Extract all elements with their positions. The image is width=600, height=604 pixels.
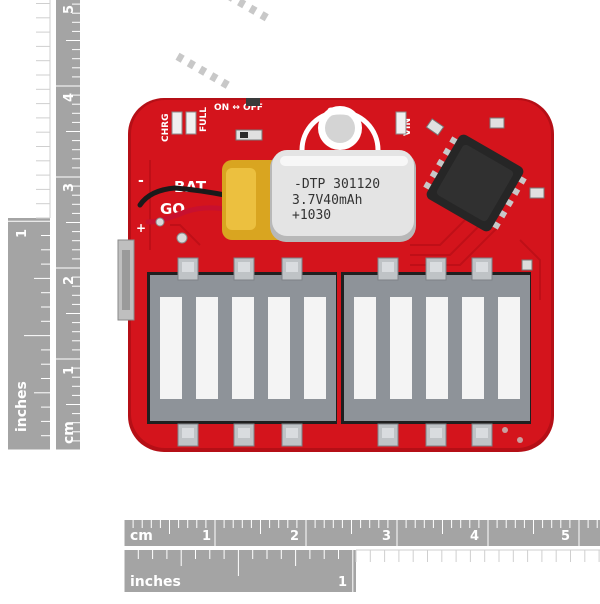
left-inch-number-1: 1 <box>15 229 30 238</box>
led-pad-top-shine <box>430 262 442 272</box>
left-cm-number-1: 1 <box>62 366 77 375</box>
bottom-ruler-inches-label: inches <box>130 574 181 590</box>
chip-pins <box>175 0 527 230</box>
solder-pad-2 <box>155 217 165 227</box>
led-pad-top-shine <box>382 262 394 272</box>
led-pad-top-shine <box>182 262 194 272</box>
cm-ruler-strip <box>56 0 80 450</box>
left-ruler: inches cm 1 2 3 4 5 1 2 <box>8 0 80 451</box>
pcb-board: GND CHRG FULL ON ↔ OFF VIN BAT GO - + <box>117 0 554 452</box>
left-cm-number-3: 3 <box>62 183 77 192</box>
mounting-hole-inner <box>325 113 355 143</box>
usb-connector-inner <box>122 250 130 310</box>
led-pad-bottom-shine <box>382 428 394 438</box>
minus-label: - <box>138 173 144 189</box>
full-label: FULL <box>199 107 209 132</box>
led-segment <box>354 297 376 399</box>
battery-highlight <box>280 156 408 166</box>
led-pad-top-shine <box>238 262 250 272</box>
board-dot-1 <box>502 427 508 433</box>
chrg-label: CHRG <box>161 114 171 142</box>
led-bar-graphs <box>147 257 531 447</box>
smd-capacitor-1 <box>425 118 445 136</box>
solder-pad-1 <box>176 232 188 244</box>
smd-capacitor-3 <box>529 187 545 199</box>
left-cm-number-5: 5 <box>62 5 77 14</box>
led-pad-top-shine <box>476 262 488 272</box>
smd-capacitor-2 <box>489 117 505 129</box>
bottom-cm-number-2: 2 <box>290 529 299 544</box>
left-cm-number-4: 4 <box>62 93 77 102</box>
inch-ruler-strip <box>8 218 50 450</box>
led-pad-bottom-shine <box>182 428 194 438</box>
bottom-inch-number-1: 1 <box>338 575 347 590</box>
vin-label: VIN <box>403 118 413 136</box>
left-inch-number-2: 2 <box>15 1 30 10</box>
battery-body <box>272 150 414 236</box>
led-segment <box>304 297 326 399</box>
left-ruler-ticks <box>8 0 80 451</box>
left-ruler-cm-label: cm <box>61 421 77 444</box>
smd-pad-right <box>521 259 533 271</box>
led-segment <box>160 297 182 399</box>
plus-label: + <box>136 221 146 235</box>
bottom-cm-number-4: 4 <box>470 529 479 544</box>
battery-text-line3: +1030 <box>292 208 331 223</box>
led-solder-pads <box>177 257 493 447</box>
chip-pin-top <box>259 11 269 22</box>
chip-pin-top <box>237 0 247 9</box>
bottom-cm-number-3: 3 <box>382 529 391 544</box>
bottom-cm-number-5: 5 <box>561 529 570 544</box>
led-pad-top-shine <box>286 262 298 272</box>
chip-pin-bottom <box>209 72 219 83</box>
board-dot-2 <box>517 437 523 443</box>
full-led <box>185 111 197 135</box>
power-switch <box>246 98 260 106</box>
switch-label: ON ↔ OFF <box>214 103 263 113</box>
bottom-ruler: cm inches 1 2 3 4 5 1 <box>123 520 600 592</box>
led-pad-bottom-shine <box>238 428 250 438</box>
chip-pin-top <box>225 0 235 2</box>
bottom-cm-number-1: 1 <box>202 529 211 544</box>
led-segment <box>232 297 254 399</box>
microcontroller-chip <box>175 0 527 232</box>
lipo-battery: -DTP 301120 3.7V40mAh +1030 <box>222 150 416 242</box>
led-segment <box>268 297 290 399</box>
cm-ruler-strip-bottom <box>124 520 600 546</box>
led-segment <box>426 297 448 399</box>
chrg-led <box>171 111 183 135</box>
led-segment <box>196 297 218 399</box>
bottom-ruler-ticks <box>123 520 600 592</box>
led-segment <box>462 297 484 399</box>
battery-text-line1: -DTP 301120 <box>294 177 380 192</box>
chip-top <box>436 144 514 222</box>
led-segment <box>498 297 520 399</box>
left-cm-number-2: 2 <box>62 276 77 285</box>
bottom-ruler-cm-label: cm <box>130 528 153 544</box>
chip-pin-bottom <box>175 52 185 63</box>
inch-ruler-strip-bottom <box>124 550 356 592</box>
chip-pin-top <box>248 4 258 15</box>
smd-resistor-1 <box>235 129 263 141</box>
left-ruler-inches-label: inches <box>14 381 30 432</box>
battery-tape-highlight <box>226 168 256 230</box>
battery-wire-black <box>137 185 233 208</box>
led-pad-bottom-shine <box>430 428 442 438</box>
gnd-label: GND <box>327 107 349 117</box>
led-pad-bottom-shine <box>286 428 298 438</box>
chip-pin-bottom <box>186 59 196 70</box>
battery-text-line2: 3.7V40mAh <box>292 193 362 208</box>
led-segment <box>390 297 412 399</box>
resistor-body-1 <box>240 132 248 138</box>
led-pad-bottom-shine <box>476 428 488 438</box>
vin-led <box>395 111 407 135</box>
chip-pin-bottom <box>198 65 208 76</box>
chip-pin-bottom <box>220 78 230 89</box>
led-segments <box>160 297 520 399</box>
